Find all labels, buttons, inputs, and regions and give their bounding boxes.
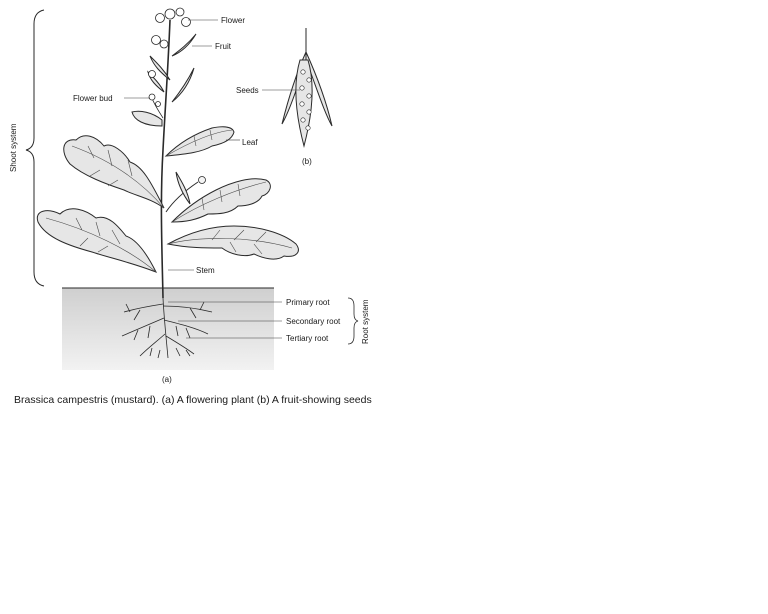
- flower-bud: [148, 93, 156, 101]
- side-bud: [198, 176, 206, 184]
- label-secondary-root: Secondary root: [286, 317, 341, 326]
- fruit-pod-1: [171, 67, 195, 103]
- fruit-pod-2: [149, 55, 171, 81]
- figure-caption: Brassica campestris (mustard). (a) A flo…: [14, 394, 372, 406]
- leaf-upper-left-vein: [71, 145, 165, 209]
- leaf-right-middle-vein: [171, 181, 267, 223]
- fruit-b-drawing: [281, 28, 333, 148]
- leaf-upper-right-vein: [165, 129, 233, 157]
- label-flower-bud: Flower bud: [73, 94, 113, 103]
- leaf-right-middle: [170, 178, 271, 223]
- label-stem: Stem: [196, 266, 215, 275]
- shoot-system-brace: [25, 9, 45, 287]
- leaf-upper-left: [63, 135, 165, 209]
- shoot-system-label: Shoot system: [9, 123, 18, 172]
- label-fruit: Fruit: [215, 42, 232, 51]
- leaf-right-lower: [166, 225, 299, 260]
- label-leaf: Leaf: [242, 138, 258, 147]
- label-a: (a): [162, 375, 172, 384]
- root-system-drawing: [121, 297, 213, 359]
- leaf-right-lower-vein: [167, 229, 293, 255]
- label-flower: Flower: [221, 16, 245, 25]
- root-system-label: Root system: [361, 299, 370, 344]
- flower-bud-2: [155, 101, 161, 107]
- label-primary-root: Primary root: [286, 298, 330, 307]
- flower-cluster: [148, 7, 191, 78]
- side-shoot: [165, 181, 199, 213]
- label-tertiary-root: Tertiary root: [286, 334, 329, 343]
- label-b: (b): [302, 157, 312, 166]
- leaf-lower-left-vein: [45, 217, 157, 273]
- fruit-pod-3: [171, 33, 197, 57]
- label-seeds: Seeds: [236, 86, 259, 95]
- side-leaf-small: [175, 171, 191, 205]
- main-stem: [160, 19, 171, 299]
- leaf-upper-right: [164, 126, 235, 157]
- root-system-brace: [347, 297, 359, 345]
- leaf-lower-left: [36, 208, 158, 273]
- leaf-small-left: [131, 110, 163, 127]
